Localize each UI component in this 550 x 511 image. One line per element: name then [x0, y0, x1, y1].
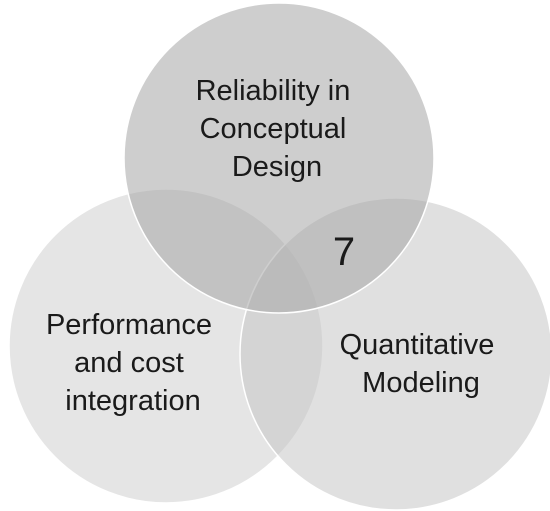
intersection-label: 7	[333, 230, 355, 274]
label-reliability-design: Reliability in Conceptual Design	[196, 75, 359, 183]
label-quantitative-modeling: Quantitative Modeling	[340, 329, 503, 399]
circle-reliability-design	[123, 2, 435, 314]
label-performance-cost: Performance and cost integration	[46, 309, 220, 417]
